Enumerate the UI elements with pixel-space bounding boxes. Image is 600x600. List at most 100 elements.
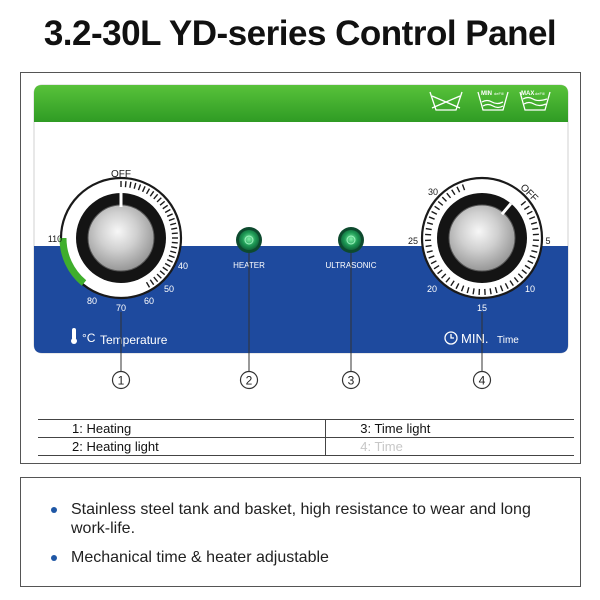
temperature-scale-label: 70 — [116, 303, 126, 313]
heater-indicator-light — [236, 227, 262, 253]
dial-tick — [124, 181, 127, 188]
tank-max-label: MAX — [521, 91, 534, 97]
dial-tick — [149, 190, 155, 197]
dial-tick — [164, 208, 171, 214]
dial-tick — [532, 227, 539, 231]
temperature-scale-label: 110 — [48, 234, 62, 244]
temperature-knob-group: OFF 110 80 70 60 50 40 — [48, 169, 188, 313]
timer-scale-label: 20 — [427, 284, 437, 294]
dial-tick — [489, 288, 492, 295]
dial-tick — [171, 246, 178, 249]
dial-tick — [460, 285, 465, 292]
tank-fill-icons — [429, 91, 551, 111]
dial-tick — [162, 266, 169, 272]
dial-tick — [162, 204, 169, 210]
dial-tick — [520, 200, 527, 206]
bullet-icon — [51, 507, 57, 513]
features-list: Stainless steel tank and basket, high re… — [51, 500, 564, 567]
timer-scale-label: 10 — [525, 284, 535, 294]
dial-tick — [521, 269, 528, 275]
dial-tick — [171, 227, 178, 230]
dial-tick — [437, 269, 443, 275]
dial-tick — [145, 281, 151, 288]
tank-max-sub: deFill — [535, 91, 545, 96]
dial-tick — [451, 189, 456, 196]
dial-tick — [446, 192, 452, 199]
dial-tick — [156, 197, 162, 203]
dial-tick — [437, 200, 444, 206]
legend-row: 1: Heating 3: Time light — [38, 419, 574, 438]
dial-tick — [425, 244, 432, 248]
dial-tick — [434, 205, 440, 211]
dial-tick — [129, 181, 132, 188]
dial-tick — [156, 273, 162, 279]
temperature-scale-label: 50 — [164, 284, 174, 294]
dial-tick — [153, 193, 159, 200]
clock-icon — [444, 331, 458, 345]
dial-tick — [430, 260, 437, 265]
temperature-green-arc — [59, 237, 87, 286]
tank-max-icon — [519, 91, 551, 111]
dial-tick — [426, 250, 433, 254]
tank-min-sub: deFill — [494, 91, 504, 96]
dial-tick — [441, 273, 447, 279]
legend-cell: 3: Time light — [325, 419, 574, 438]
dial-tick — [159, 270, 166, 276]
feature-item: Mechanical time & heater adjustable — [51, 548, 564, 567]
legend-cell: 1: Heating — [38, 419, 326, 438]
dial-tick — [171, 232, 178, 235]
dial-tick — [523, 205, 530, 211]
dial-tick — [170, 250, 177, 254]
dial-tick — [168, 254, 175, 259]
dial-tick — [428, 255, 435, 259]
callout-number: 1 — [118, 374, 125, 388]
timer-label: MIN. — [461, 331, 488, 346]
dial-tick — [166, 213, 173, 218]
dial-tick — [425, 227, 432, 231]
green-top-strip — [34, 85, 568, 122]
temperature-scale-ticks — [120, 181, 178, 288]
dial-tick — [141, 186, 146, 193]
dial-tick — [426, 221, 434, 225]
dial-tick — [494, 287, 498, 294]
timer-scale-ticks — [425, 184, 539, 295]
dial-tick — [149, 279, 155, 286]
dial-tick — [527, 260, 534, 265]
dial-tick — [445, 277, 451, 283]
callout-number: 2 — [246, 374, 253, 388]
timer-knob-cap — [448, 204, 516, 272]
tank-min-icon — [477, 91, 509, 111]
legend-row: 2: Heating light 4: Time — [38, 437, 574, 456]
dial-tick — [428, 216, 435, 220]
dial-tick — [509, 280, 514, 287]
feature-text: Stainless steel tank and basket, high re… — [71, 501, 531, 537]
features-box: Stainless steel tank and basket, high re… — [20, 477, 581, 587]
dial-tick — [466, 287, 470, 294]
temperature-knob-cap — [87, 204, 155, 272]
dial-tick — [431, 210, 438, 215]
legend-table: 1: Heating 3: Time light 2: Heating ligh… — [38, 419, 574, 456]
control-panel-frame — [20, 72, 581, 464]
temperature-knob-pointer — [119, 193, 123, 207]
dial-tick — [166, 258, 173, 263]
timer-scale-label: 30 — [428, 187, 438, 197]
tank-min-label: MIN — [481, 91, 492, 97]
legend-cell: 4: Time — [325, 437, 574, 456]
temperature-scale-label: 80 — [87, 296, 97, 306]
dial-tick — [529, 216, 536, 220]
dial-tick — [450, 280, 455, 287]
timer-scale-label: 15 — [477, 303, 487, 313]
dial-tick — [524, 264, 531, 270]
dial-tick — [532, 244, 539, 247]
ultrasonic-indicator-light — [338, 227, 364, 253]
dial-tick — [168, 217, 175, 222]
dial-tick — [133, 182, 137, 189]
callout-number: 4 — [479, 374, 486, 388]
dial-tick — [441, 196, 447, 202]
dial-tick — [170, 222, 177, 226]
timer-knob-pointer — [500, 202, 513, 216]
dial-tick — [526, 210, 533, 215]
feature-item: Stainless steel tank and basket, high re… — [51, 500, 564, 538]
temperature-scale-label: 60 — [144, 296, 154, 306]
dial-tick — [499, 285, 504, 292]
